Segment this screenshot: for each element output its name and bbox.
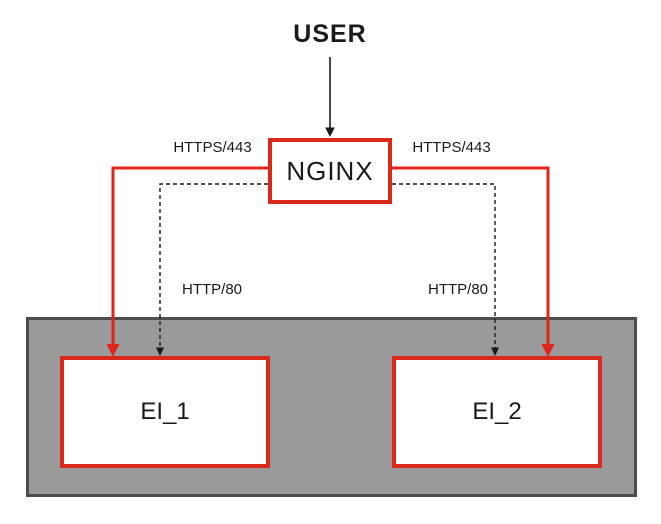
ei2-node: EI_2 bbox=[392, 356, 602, 468]
edge-label-https-left: HTTPS/443 bbox=[173, 139, 252, 156]
ei1-node: EI_1 bbox=[60, 356, 270, 468]
ei2-node-label: EI_2 bbox=[472, 398, 522, 425]
edge-label-https-right: HTTPS/443 bbox=[412, 139, 491, 156]
user-node-label: USER bbox=[293, 20, 367, 48]
nginx-node: NGINX bbox=[268, 138, 392, 204]
edge-label-http-left: HTTP/80 bbox=[181, 281, 242, 298]
ei1-node-label: EI_1 bbox=[140, 398, 190, 425]
nginx-node-label: NGINX bbox=[286, 155, 374, 186]
edge-label-http-right: HTTP/80 bbox=[427, 281, 488, 298]
user-to-nginx-arrow bbox=[325, 57, 335, 137]
